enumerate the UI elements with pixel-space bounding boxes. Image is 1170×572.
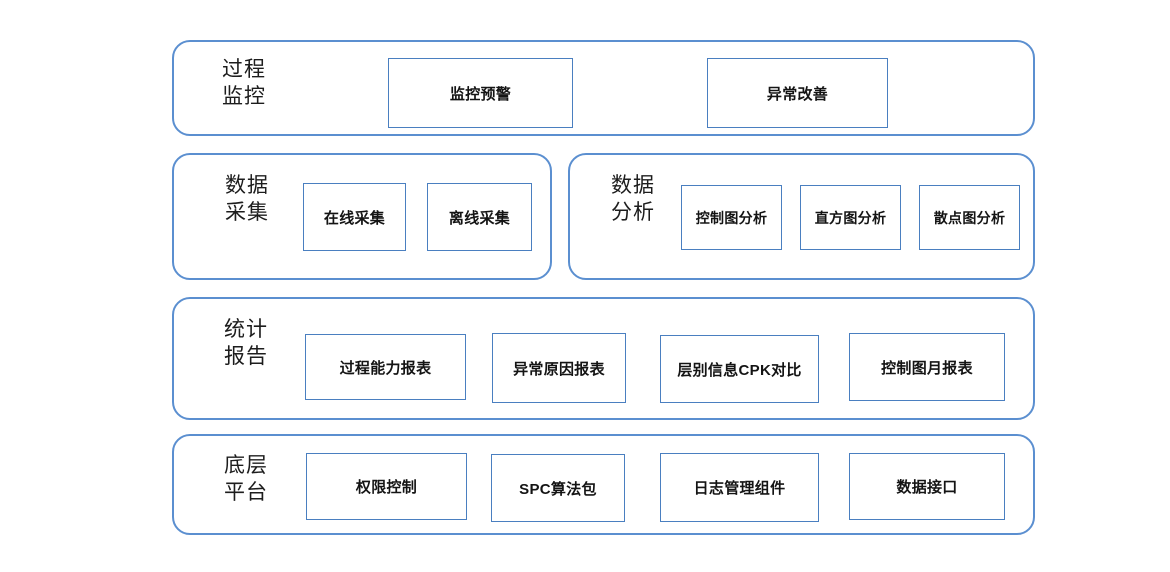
- module-label-offline-collection: 离线采集: [448, 209, 511, 227]
- module-label-spc-algorithm-package: SPC算法包: [519, 480, 597, 498]
- layer-label-process-monitoring: 过程 监控: [222, 57, 266, 108]
- layer-label-data-collection: 数据 采集: [225, 173, 269, 224]
- module-label-scatter-plot-analysis: 散点图分析: [933, 209, 1006, 226]
- module-process-capability-report[interactable]: 过程能力报表: [305, 334, 466, 400]
- layer-label-base-platform: 底层 平台: [224, 453, 268, 504]
- layer-process-monitoring[interactable]: [172, 40, 1035, 136]
- module-label-stratified-cpk-comparison: 层别信息CPK对比: [677, 361, 802, 379]
- module-abnormal-cause-report[interactable]: 异常原因报表: [492, 333, 626, 403]
- module-spc-algorithm-package[interactable]: SPC算法包: [491, 454, 625, 522]
- module-label-data-interface: 数据接口: [896, 479, 958, 496]
- module-permission-control[interactable]: 权限控制: [306, 453, 467, 520]
- module-label-monitor-alert: 监控预警: [449, 85, 512, 103]
- module-label-abnormal-cause-report: 异常原因报表: [513, 360, 605, 378]
- layer-label-statistical-report: 统计 报告: [224, 317, 268, 368]
- module-label-control-chart-analysis: 控制图分析: [695, 209, 768, 226]
- module-scatter-plot-analysis[interactable]: 散点图分析: [919, 185, 1020, 250]
- module-data-interface[interactable]: 数据接口: [849, 453, 1005, 520]
- module-control-chart-analysis[interactable]: 控制图分析: [681, 185, 782, 250]
- module-control-chart-monthly-report[interactable]: 控制图月报表: [849, 333, 1005, 401]
- module-abnormal-improvement[interactable]: 异常改善: [707, 58, 888, 128]
- module-online-collection[interactable]: 在线采集: [303, 183, 406, 251]
- layer-label-data-analysis: 数据 分析: [611, 173, 655, 224]
- module-offline-collection[interactable]: 离线采集: [427, 183, 532, 251]
- module-label-histogram-analysis: 直方图分析: [814, 209, 887, 226]
- module-histogram-analysis[interactable]: 直方图分析: [800, 185, 901, 250]
- module-label-process-capability-report: 过程能力报表: [339, 359, 432, 377]
- module-label-control-chart-monthly-report: 控制图月报表: [881, 359, 973, 377]
- module-label-online-collection: 在线采集: [323, 209, 386, 227]
- module-label-abnormal-improvement: 异常改善: [766, 85, 829, 103]
- module-label-permission-control: 权限控制: [355, 479, 418, 496]
- module-monitor-alert[interactable]: 监控预警: [388, 58, 573, 128]
- module-label-log-management-component: 日志管理组件: [693, 480, 786, 497]
- module-log-management-component[interactable]: 日志管理组件: [660, 453, 819, 522]
- module-stratified-cpk-comparison[interactable]: 层别信息CPK对比: [660, 335, 819, 403]
